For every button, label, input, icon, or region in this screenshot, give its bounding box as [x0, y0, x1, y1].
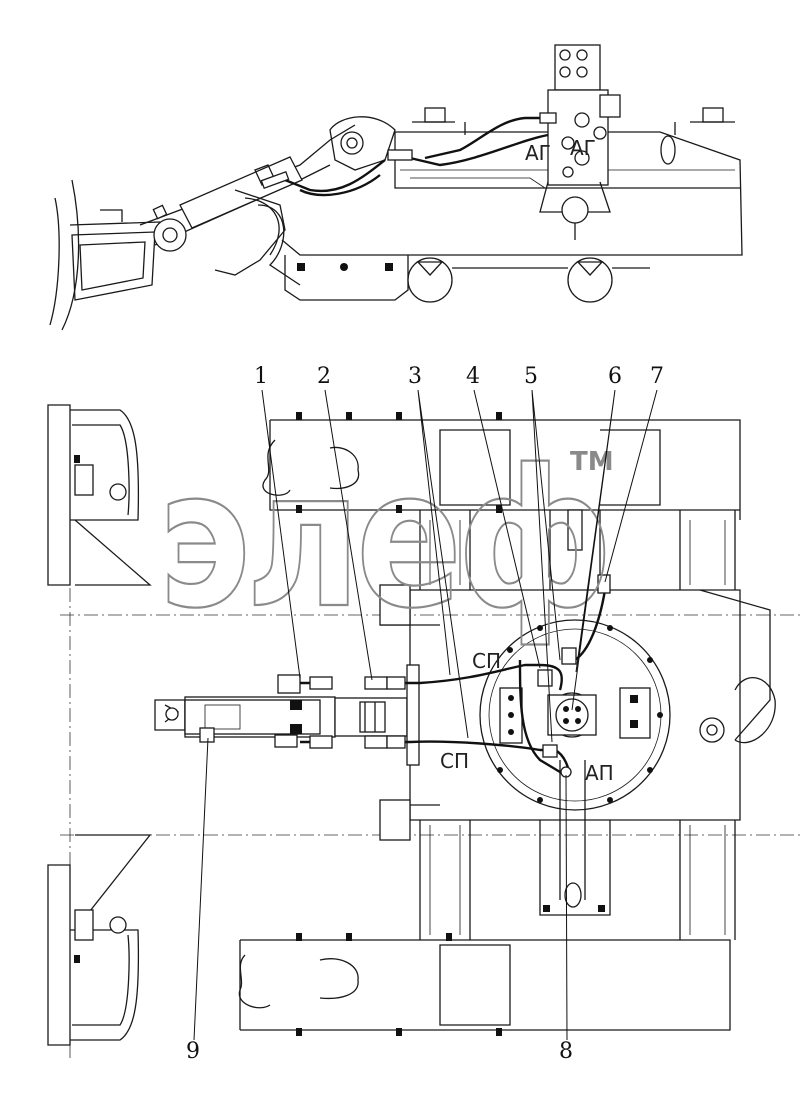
callout-6: 6: [608, 364, 622, 389]
plan-view: СП СП АП: [47, 404, 804, 1060]
callouts: 1 2 3 4 5 6 7 8 9: [186, 364, 664, 1064]
plan-mark-sp-upper: СП: [472, 649, 501, 673]
plan-mark-sp-lower: СП: [440, 749, 469, 773]
callout-2: 2: [317, 364, 331, 389]
callout-9: 9: [186, 1039, 200, 1064]
watermark: элеф TM: [157, 428, 615, 651]
side-view: АГ АГ: [49, 44, 743, 331]
callout-1: 1: [254, 364, 268, 389]
top-view-mark-left: АГ: [525, 141, 551, 165]
callout-7: 7: [650, 364, 664, 389]
callout-8: 8: [559, 1039, 573, 1064]
callout-3: 3: [408, 364, 422, 389]
callout-4: 4: [466, 364, 480, 389]
plan-mark-ap: АП: [585, 761, 614, 785]
watermark-text: элеф: [158, 429, 608, 650]
callout-5: 5: [524, 364, 538, 389]
top-view-mark-right: АГ: [570, 136, 596, 160]
